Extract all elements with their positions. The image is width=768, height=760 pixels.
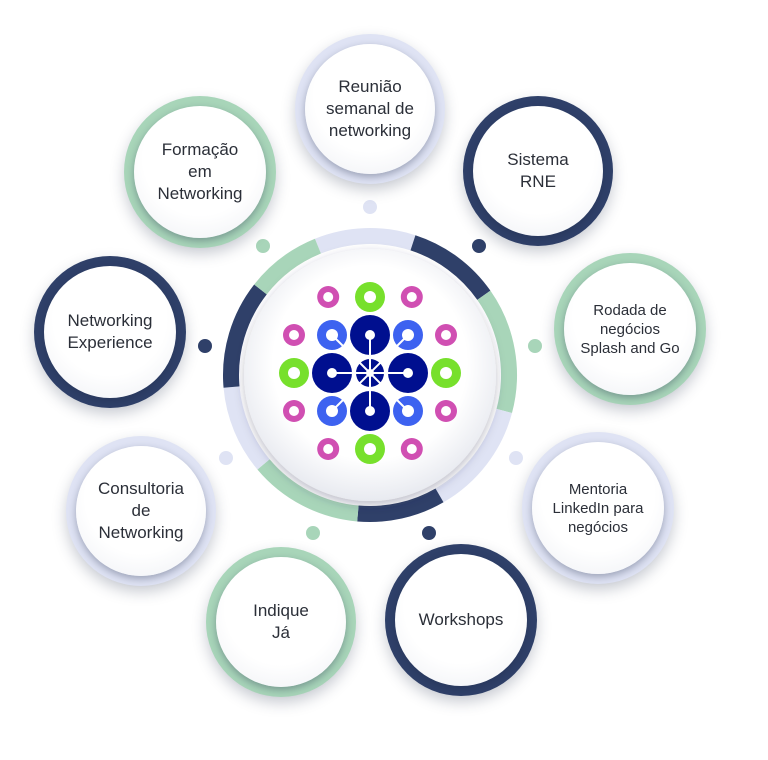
logo-icon (279, 282, 461, 464)
logo-navy-hole (365, 330, 375, 340)
hub-ring-segment (254, 238, 322, 295)
connector-dot (219, 451, 233, 465)
hub-ring-segment (435, 408, 512, 503)
node-label: Workshops (418, 610, 504, 629)
logo-green-ring-hole (364, 443, 376, 455)
hub-ring-segment (314, 228, 416, 254)
connector-dot (256, 239, 270, 253)
node-indique-ja[interactable]: Indique Já (206, 547, 356, 697)
logo-pink-ring-hole (289, 406, 299, 416)
node-networking-experience[interactable]: Networking Experience (34, 256, 186, 408)
logo-pink-ring-hole (406, 292, 417, 302)
logo-navy-hole (403, 368, 413, 378)
logo-green-ring-hole (288, 367, 300, 379)
connector-dot (306, 526, 320, 540)
connector-dot (509, 451, 523, 465)
node-label: Sistema RNE (507, 150, 569, 191)
node-label: Formação em Networking (157, 140, 243, 203)
logo-green-ring-hole (364, 291, 376, 303)
center-hub (223, 228, 517, 522)
logo-pink-ring-hole (441, 330, 451, 340)
connector-dot (422, 526, 436, 540)
node-workshops[interactable]: Workshops (385, 544, 537, 696)
node-sistema-rne[interactable]: Sistema RNE (463, 96, 613, 246)
logo-navy-hole (365, 406, 375, 416)
node-mentoria-linkedin[interactable]: Mentoria LinkedIn para negócios (522, 432, 674, 584)
hub-ring-segment (223, 284, 267, 388)
node-label: Networking Experience (67, 311, 153, 352)
node-label: Consultoria de Networking (98, 479, 184, 542)
logo-pink-ring-hole (406, 444, 417, 454)
node-formacao[interactable]: Formação em Networking (124, 96, 276, 248)
node-label: Rodada de negócios Splash and Go (580, 301, 680, 357)
hub-ring-segment (410, 235, 491, 300)
logo-navy-hole (327, 368, 337, 378)
logo-green-ring-hole (440, 367, 452, 379)
connector-dot (528, 339, 542, 353)
hub-ring-segment (257, 459, 359, 522)
node-label: Reunião semanal de networking (326, 77, 414, 140)
logo-pink-ring-hole (323, 292, 334, 302)
hub-ring (223, 228, 517, 522)
node-label: Mentoria LinkedIn para negócios (552, 480, 644, 536)
connector-dot (472, 239, 486, 253)
node-consultoria[interactable]: Consultoria de Networking (66, 436, 216, 586)
hub-ring-segment (477, 290, 517, 414)
logo-pink-ring-hole (441, 406, 451, 416)
connector-dot (363, 200, 377, 214)
node-rodada-de-negocios[interactable]: Rodada de negócios Splash and Go (554, 253, 706, 405)
node-label: Indique Já (253, 601, 309, 642)
node-reuniao-semanal[interactable]: Reunião semanal de networking (295, 34, 445, 184)
hub-ring-segment (357, 488, 444, 522)
connector-dot (198, 339, 212, 353)
logo-pink-ring-hole (289, 330, 299, 340)
hub-ring-segment (223, 386, 270, 470)
logo-center-hole (366, 369, 374, 377)
logo-pink-ring-hole (323, 444, 334, 454)
